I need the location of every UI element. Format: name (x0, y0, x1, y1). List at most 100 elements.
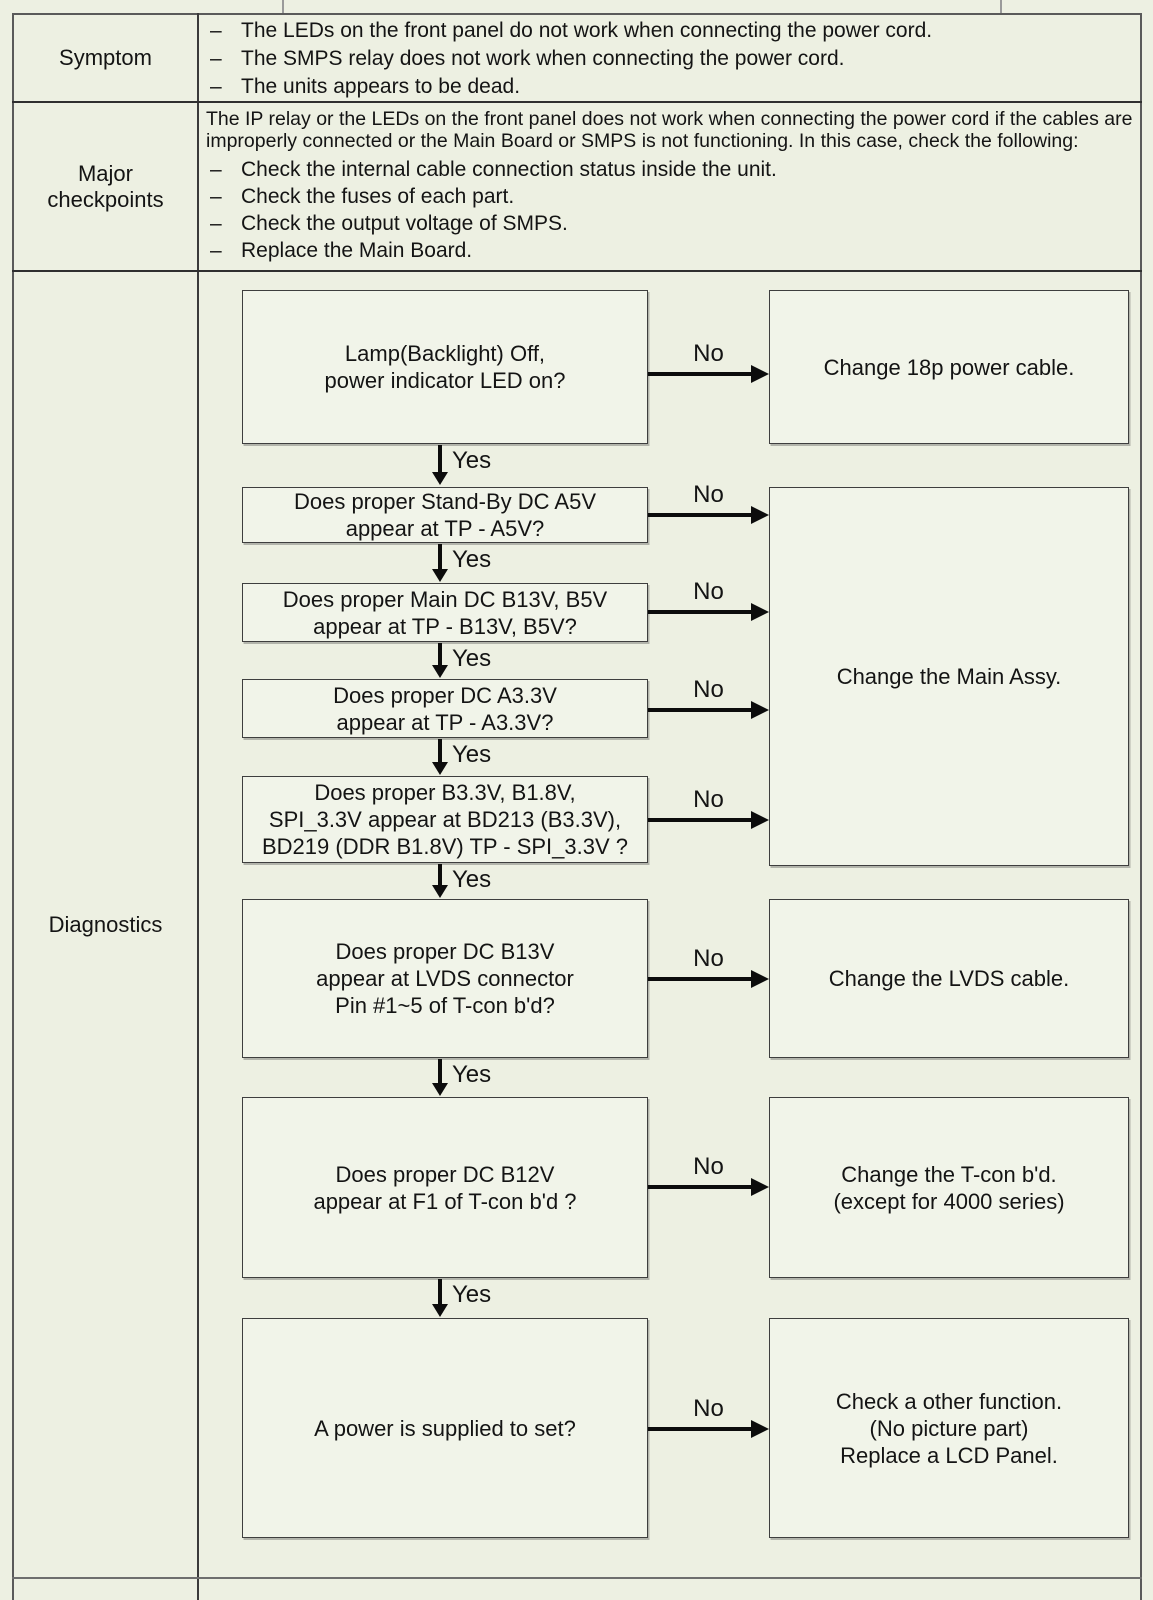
yes-arrow-3 (430, 643, 450, 678)
arrowhead-down-icon (432, 472, 448, 485)
yes-arrow-1 (430, 445, 450, 485)
arrowhead-right-icon (751, 811, 769, 829)
no-label: No (693, 578, 724, 605)
yes-label: Yes (452, 866, 492, 893)
no-arrow-2: No (648, 481, 769, 529)
arrow-shaft (438, 544, 442, 570)
no-arrow-4: No (648, 676, 769, 724)
yes-label: Yes (452, 1281, 492, 1308)
yes-label: Yes (452, 546, 492, 573)
flow-box-power-supplied: A power is supplied to set? (242, 1318, 648, 1538)
arrow-shaft (438, 1279, 442, 1305)
arrow-shaft (438, 1059, 442, 1084)
no-arrow-8: No (648, 1395, 769, 1443)
arrowhead-right-icon (751, 506, 769, 524)
checkpoints-list: – Check the internal cable connection st… (199, 156, 777, 264)
arrowhead-down-icon (432, 665, 448, 678)
yes-label: Yes (452, 1061, 492, 1088)
flow-box-change-tcon: Change the T-con b'd. (except for 4000 s… (769, 1097, 1129, 1278)
arrowhead-down-icon (432, 1083, 448, 1096)
arrow-shaft (438, 739, 442, 763)
row-label-major-checkpoints: Major checkpoints (47, 160, 164, 212)
yes-arrow-4 (430, 739, 450, 775)
flow-box-lvds-b13v: Does proper DC B13V appear at LVDS conne… (242, 899, 648, 1058)
flow-box-check-other-function: Check a other function. (No picture part… (769, 1318, 1129, 1538)
list-item: – The units appears to be dead. (199, 73, 932, 101)
checkpoints-intro: The IP relay or the LEDs on the front pa… (206, 108, 1133, 152)
arrowhead-down-icon (432, 885, 448, 898)
yes-label: Yes (452, 645, 492, 672)
arrow-shaft (648, 818, 753, 822)
flow-box-change-power-cable: Change 18p power cable. (769, 290, 1129, 444)
arrow-shaft (648, 372, 753, 376)
flow-box-standby-a5v: Does proper Stand-By DC A5V appear at TP… (242, 487, 648, 543)
no-label: No (693, 945, 724, 972)
page-crop-stub (282, 0, 284, 13)
no-arrow-7: No (648, 1153, 769, 1201)
list-item: – The SMPS relay does not work when conn… (199, 45, 932, 73)
arrowhead-right-icon (751, 970, 769, 988)
arrowhead-right-icon (751, 1420, 769, 1438)
list-item-text: Check the fuses of each part. (241, 185, 515, 208)
arrow-shaft (648, 708, 753, 712)
arrow-shaft (648, 513, 753, 517)
list-item-text: Replace the Main Board. (241, 239, 473, 262)
dash-bullet: – (210, 185, 222, 208)
arrowhead-down-icon (432, 569, 448, 582)
yes-label: Yes (452, 447, 492, 474)
no-label: No (693, 1153, 724, 1180)
flow-box-backlight-check: Lamp(Backlight) Off, power indicator LED… (242, 290, 648, 444)
symptom-list: – The LEDs on the front panel do not wor… (199, 17, 932, 101)
flow-box-change-main-assy: Change the Main Assy. (769, 487, 1129, 866)
page-crop-stub (1000, 0, 1002, 13)
arrow-shaft (648, 977, 753, 981)
list-item-text: The units appears to be dead. (241, 75, 521, 98)
no-arrow-3: No (648, 578, 769, 626)
dash-bullet: – (210, 75, 222, 98)
arrow-shaft (438, 445, 442, 473)
arrowhead-right-icon (751, 701, 769, 719)
list-item: – Check the output voltage of SMPS. (199, 210, 777, 237)
arrow-shaft (648, 610, 753, 614)
dash-bullet: – (210, 47, 222, 70)
arrowhead-down-icon (432, 762, 448, 775)
flow-box-b3v3-b1v8-spi: Does proper B3.3V, B1.8V, SPI_3.3V appea… (242, 776, 648, 863)
arrow-shaft (438, 643, 442, 666)
list-item: – Check the internal cable connection st… (199, 156, 777, 183)
arrowhead-right-icon (751, 1178, 769, 1196)
list-item-text: The LEDs on the front panel do not work … (241, 19, 933, 42)
flow-box-a3v3: Does proper DC A3.3V appear at TP - A3.3… (242, 679, 648, 738)
yes-arrow-6 (430, 1059, 450, 1096)
no-arrow-1: No (648, 340, 769, 388)
arrowhead-right-icon (751, 365, 769, 383)
flow-box-tcon-b12v: Does proper DC B12V appear at F1 of T-co… (242, 1097, 648, 1278)
table-row-divider (12, 1577, 1142, 1579)
no-label: No (693, 786, 724, 813)
troubleshooting-table-frame (12, 13, 1142, 1600)
row-label-symptom: Symptom (59, 45, 152, 70)
yes-arrow-5 (430, 864, 450, 898)
table-row-divider (12, 270, 1142, 272)
list-item-text: Check the internal cable connection stat… (241, 158, 777, 181)
list-item-text: The SMPS relay does not work when connec… (241, 47, 845, 70)
dash-bullet: – (210, 19, 222, 42)
yes-label: Yes (452, 741, 492, 768)
no-arrow-6: No (648, 945, 769, 993)
yes-arrow-2 (430, 544, 450, 582)
row-label-diagnostics: Diagnostics (48, 911, 163, 937)
table-column-divider (197, 13, 199, 1600)
arrow-shaft (438, 864, 442, 886)
arrowhead-down-icon (432, 1304, 448, 1317)
arrowhead-right-icon (751, 603, 769, 621)
yes-arrow-7 (430, 1279, 450, 1317)
list-item-text: Check the output voltage of SMPS. (241, 212, 568, 235)
no-arrow-5: No (648, 786, 769, 834)
arrow-shaft (648, 1185, 753, 1189)
no-label: No (693, 676, 724, 703)
flow-box-main-b13v-b5v: Does proper Main DC B13V, B5V appear at … (242, 583, 648, 642)
table-row-divider (12, 101, 1142, 103)
no-label: No (693, 481, 724, 508)
no-label: No (693, 340, 724, 367)
dash-bullet: – (210, 212, 222, 235)
